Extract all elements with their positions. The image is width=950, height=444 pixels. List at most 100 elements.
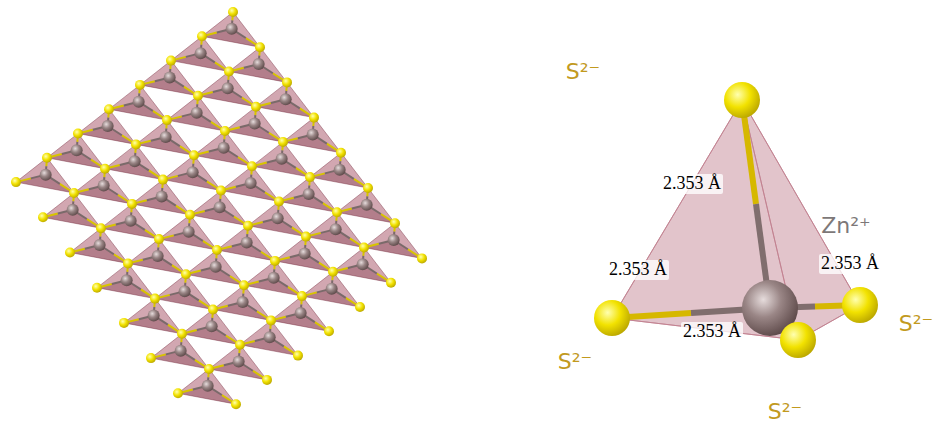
sulfur-atom (204, 364, 214, 374)
sulfur-atom (780, 322, 816, 358)
sulfur-atom (247, 161, 257, 171)
sulfur-atom (251, 102, 261, 112)
sulfur-atom (235, 340, 245, 350)
sulfur-atom (150, 294, 160, 304)
tetrahedron-face (275, 237, 333, 272)
sulfur-atom (243, 221, 253, 231)
tetrahedron-face (202, 12, 260, 47)
sulfur-atom (96, 223, 106, 233)
zinc-atom (388, 234, 400, 246)
sulfur-atom (842, 287, 878, 323)
zinc-atom (330, 223, 342, 235)
sulfur-atom (73, 129, 83, 139)
zinc-atom (295, 307, 307, 319)
zinc-atom (175, 345, 187, 357)
zinc-atom (214, 201, 226, 213)
zinc-atom (226, 23, 238, 35)
tetrahedron-face (306, 212, 364, 247)
sulfur-atom (293, 351, 303, 361)
sulfur-atom (119, 318, 129, 328)
zinc-atom (241, 237, 253, 249)
zinc-atom (121, 274, 133, 286)
zinc-atom (237, 296, 249, 308)
sulfur-atom (193, 91, 203, 101)
tetrahedron-face (136, 120, 194, 155)
tetrahedron-face (302, 272, 360, 307)
sulfur-atom (104, 104, 114, 114)
tetrahedron-face (252, 142, 310, 177)
zinc-atom (326, 283, 338, 295)
sulfur-atom (166, 56, 176, 66)
zinc-atom (71, 144, 83, 156)
tetrahedron-face (74, 169, 132, 204)
ion-label: S²⁻ (564, 60, 602, 84)
tetrahedron-face (337, 188, 395, 223)
zinc-atom (264, 331, 276, 343)
tetrahedron-face (16, 158, 74, 193)
tetrahedron-face (132, 180, 190, 215)
sulfur-atom (309, 113, 319, 123)
tetrahedron-face (105, 144, 163, 179)
tetrahedron-face (124, 299, 182, 334)
sulfur-atom (212, 245, 222, 255)
tetrahedron-face (248, 201, 306, 236)
zinc-atom (156, 190, 168, 202)
tetrahedron-face (221, 166, 279, 201)
sulfur-atom (158, 175, 168, 185)
zinc-atom (222, 82, 234, 94)
zinc-atom (276, 153, 288, 165)
zinc-atom (280, 93, 292, 105)
tetrahedron-face (109, 85, 167, 120)
bond-length: 2.353 Å (607, 260, 669, 280)
sulfur-atom (185, 210, 195, 220)
zinc-atom (40, 169, 52, 181)
tetrahedron-face (364, 223, 422, 258)
tetrahedron-face (271, 296, 329, 331)
tetrahedron-face (70, 228, 128, 263)
zinc-atom (133, 96, 145, 108)
tetrahedron-face (97, 263, 155, 298)
tetrahedron-face (171, 36, 229, 71)
sulfur-atom (92, 283, 102, 293)
tetrahedron-face (163, 155, 221, 190)
sulfur-atom (224, 67, 234, 77)
tetrahedron-face (279, 177, 337, 212)
zinc-atom (125, 215, 137, 227)
zinc-atom (334, 164, 346, 176)
sulfur-atom (417, 253, 427, 263)
tetrahedron-face (213, 285, 271, 320)
sulfur-atom (355, 302, 365, 312)
sulfur-atom (724, 82, 760, 118)
tetrahedron-face (283, 118, 341, 153)
sulfur-atom (324, 326, 334, 336)
sulfur-atom (390, 218, 400, 228)
sulfur-atom (42, 153, 52, 163)
ion-label: S²⁻ (766, 400, 804, 424)
sulfur-atom (594, 300, 630, 336)
tetrahedron-face (225, 107, 283, 142)
zinc-atom (210, 261, 222, 273)
sulfur-atom (216, 186, 226, 196)
zinc-atom (218, 142, 230, 154)
sulfur-atom (274, 196, 284, 206)
zinc-atom (183, 226, 195, 238)
bond-length: 2.353 Å (681, 322, 743, 342)
tetrahedron-face (151, 334, 209, 369)
sulfur-atom (278, 137, 288, 147)
zinc-atom (303, 188, 315, 200)
tetrahedron-face (128, 239, 186, 274)
zinc-atom (94, 239, 106, 251)
sulfur-atom (197, 31, 207, 41)
tetrahedron-face (159, 215, 217, 250)
zinc-atom (152, 250, 164, 262)
zinc-atom (148, 309, 160, 321)
tetrahedron-face (155, 274, 213, 309)
sulfur-atom (131, 139, 141, 149)
sulfur-atom (181, 269, 191, 279)
sulfur-atom (262, 375, 272, 385)
zinc-atom (195, 47, 207, 59)
sulfur-atom (146, 353, 156, 363)
sulfur-atom (282, 77, 292, 87)
zinc-atom (245, 177, 257, 189)
